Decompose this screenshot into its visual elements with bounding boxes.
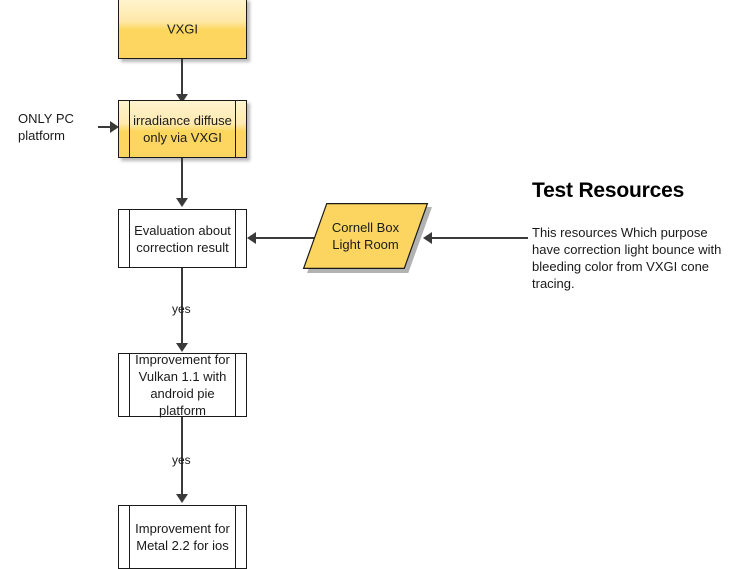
- node-vxgi-label: VXGI: [166, 21, 199, 36]
- arrowhead-irradiance-to-evaluation: [176, 198, 188, 207]
- arrowhead-vxgi-to-irradiance: [176, 94, 188, 103]
- predefined-process-bar-right: [235, 210, 236, 267]
- arrowhead-note-to-irradiance: [110, 121, 119, 133]
- node-metal-improvement-label: Improvement for Metal 2.2 for ios: [135, 521, 230, 553]
- node-cornell-box-shape: [303, 203, 428, 269]
- arrowhead-cornell-to-evaluation: [247, 232, 256, 244]
- arrowhead-note-to-cornell: [423, 232, 432, 244]
- predefined-process-bar-right: [235, 354, 236, 416]
- node-irradiance-diffuse[interactable]: irradiance diffuse only via VXGI: [118, 100, 247, 158]
- node-vxgi[interactable]: VXGI: [118, 0, 247, 59]
- connector-note-to-cornell: [432, 237, 528, 239]
- predefined-process-bar-left: [129, 101, 130, 157]
- arrowhead-evaluation-to-vulkan: [176, 343, 188, 352]
- predefined-process-bar-left: [129, 506, 130, 568]
- connector-vulkan-to-metal: [181, 417, 183, 495]
- node-evaluation-label: Evaluation about correction result: [134, 222, 231, 255]
- predefined-process-bar-right: [235, 101, 236, 157]
- node-vulkan-improvement-label: Improvement for Vulkan 1.1 with android …: [135, 352, 230, 418]
- edge-label-vulkan-to-metal: yes: [172, 453, 191, 467]
- node-vulkan-improvement[interactable]: Improvement for Vulkan 1.1 with android …: [118, 352, 247, 418]
- node-irradiance-diffuse-label: irradiance diffuse only via VXGI: [133, 113, 232, 145]
- connector-vxgi-to-irradiance: [181, 59, 183, 97]
- edge-label-evaluation-to-vulkan: yes: [172, 302, 191, 316]
- page-title: Test Resources: [532, 179, 685, 202]
- connector-evaluation-to-vulkan: [181, 268, 183, 344]
- connector-note-to-irradiance: [98, 126, 112, 128]
- node-cornell-box-outline: [302, 203, 429, 270]
- predefined-process-bar-left: [129, 354, 130, 416]
- note-only-pc-platform: ONLY PC platform: [18, 111, 74, 143]
- predefined-process-bar-right: [235, 506, 236, 568]
- connector-irradiance-to-evaluation: [181, 158, 183, 200]
- node-evaluation[interactable]: Evaluation about correction result: [118, 209, 247, 268]
- node-cornell-box[interactable]: Cornell Box Light Room: [302, 203, 432, 273]
- test-resources-description: This resources Which purpose have correc…: [532, 225, 722, 291]
- predefined-process-bar-left: [129, 210, 130, 267]
- arrowhead-vulkan-to-metal: [176, 494, 188, 503]
- connector-cornell-to-evaluation: [256, 237, 336, 239]
- node-metal-improvement[interactable]: Improvement for Metal 2.2 for ios: [118, 505, 247, 569]
